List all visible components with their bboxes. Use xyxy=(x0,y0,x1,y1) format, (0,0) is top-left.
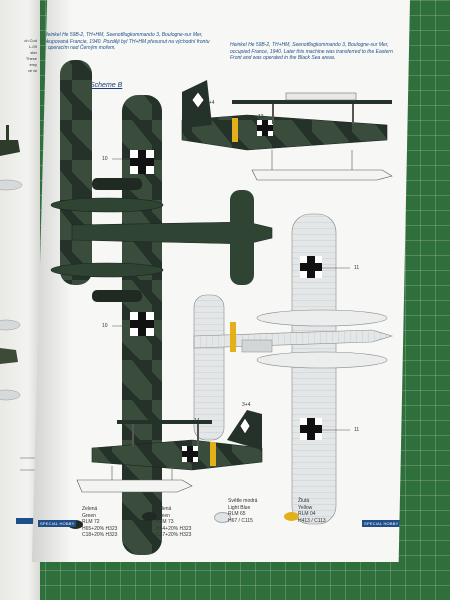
underside-cross-lower xyxy=(300,418,322,440)
caption-english: Heinkel He 59B-2, TH+HM, Seenotflugkomma… xyxy=(230,42,410,62)
callout-13: 13 xyxy=(258,114,264,120)
callout-3-4-bottom: 3+4 xyxy=(242,402,251,408)
balkenkreuz-upper xyxy=(130,150,154,174)
left-page-aircraft-fragments xyxy=(0,125,40,524)
callout-3-4-top: 3+4 xyxy=(206,100,215,106)
caption-english-line-3: Front and was operated in the Black Sea … xyxy=(230,55,336,61)
left-page-text-4: These xyxy=(25,56,37,61)
side-view-lower xyxy=(76,410,263,493)
left-facing-page: ch Cod L-09 ster These emy ve wi xyxy=(0,0,40,600)
left-page-text-2: L-09 xyxy=(28,44,37,49)
legend-rlm73: Zelená Green RLM 73 H64+20% H323 C17+20%… xyxy=(156,506,192,538)
aircraft-drawings xyxy=(50,60,394,555)
left-page-text-1: ch Cod xyxy=(24,38,37,43)
brand-logo-left: SPECIAL HOBBY xyxy=(38,520,77,527)
callout-10-lower: 10 xyxy=(102,323,108,329)
legend-swatch-rlm04 xyxy=(284,512,299,521)
caption-english-line-1: Heinkel He 59B-2, TH+HM, Seenotflugkomma… xyxy=(230,42,389,48)
underside-cross-upper xyxy=(300,256,322,278)
brand-logo-right: SPECIAL HOBBY xyxy=(362,520,401,527)
side-cross-lower xyxy=(182,446,198,462)
left-page-text-6: ve wi xyxy=(27,68,37,73)
legend-rlm65: Světle modrá Light Blue RLM 65 H67 / C11… xyxy=(228,498,258,524)
caption-czech: Heinkel He 59B-2, TH+HM, Seenotflugkomma… xyxy=(44,32,244,52)
balkenkreuz-lower xyxy=(130,312,154,336)
callout-11-lower: 11 xyxy=(354,427,360,433)
caption-czech-line-3: k operacím nad Černým mořem. xyxy=(44,45,116,51)
legend-swatch-rlm73 xyxy=(142,512,157,521)
legend-rlm72: Zelená Green RLM 72 H65+20% H323 C18+20%… xyxy=(82,506,118,538)
callout-10-upper: 10 xyxy=(102,156,108,162)
callout-14: 14 xyxy=(194,418,200,424)
instruction-sheet-page: Heinkel He 59B-2, TH+HM, Seenotflugkomma… xyxy=(32,0,410,562)
caption-czech-line-1: Heinkel He 59B-2, TH+HM, Seenotflugkomma… xyxy=(44,32,203,38)
caption-czech-line-2: okupovaná Francie, 1940. Později byl TH+… xyxy=(44,38,210,45)
caption-english-line-2: occupied France, 1940. Later this machin… xyxy=(230,48,393,55)
side-cross-upper xyxy=(257,120,273,136)
left-page-text-3: ster xyxy=(30,50,37,55)
legend-swatch-rlm65 xyxy=(214,512,231,523)
side-view-upper xyxy=(181,80,393,181)
left-page-text-5: emy xyxy=(29,62,37,67)
underside-view xyxy=(193,213,394,525)
legend-rlm04: Žlutá Yellow RLM 04 H413 / C113 xyxy=(298,498,326,524)
callout-11-upper: 11 xyxy=(354,265,360,271)
scheme-label: Scheme B xyxy=(90,82,123,89)
